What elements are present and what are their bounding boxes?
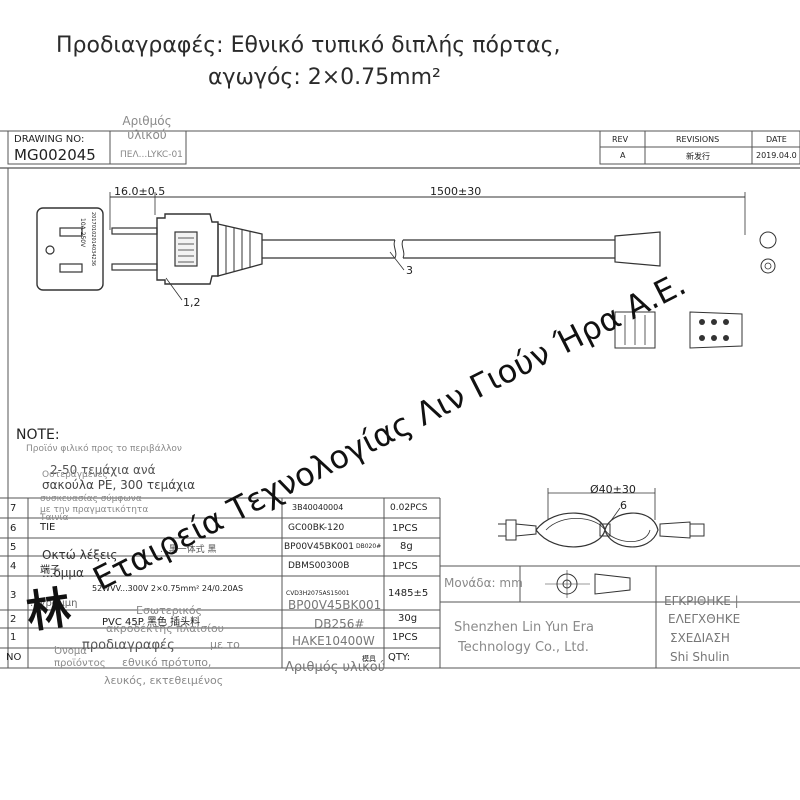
note-overlay-4: Οστεράγμενες bbox=[42, 470, 108, 480]
drawing-no-label: DRAWING NO: bbox=[14, 134, 85, 145]
designed-label: ΣΧΕΔΙΑΣΗ bbox=[670, 631, 730, 645]
bom-row-7-qty: 0.02PCS bbox=[390, 503, 428, 513]
approved-label: ΕΓΚΡΙΘΗΚΕ | bbox=[664, 594, 739, 608]
plug-serial-text: 20170102014034236 bbox=[90, 212, 96, 267]
note-overlay-10: ...γραμμη bbox=[30, 598, 78, 609]
bom-row-6-qty: 1PCS bbox=[392, 523, 418, 534]
note-overlay-3: σακούλα PE, 300 τεμάχια bbox=[42, 478, 196, 492]
bom-footer-model: 模具 bbox=[362, 655, 376, 663]
bom-row-5-code: BP00V45BK001 bbox=[284, 542, 354, 552]
note-overlay-5: συσκευασίας σύμφωνα bbox=[40, 494, 142, 504]
note-overlay-1: Προϊόν φιλικό προς το περιβάλλον bbox=[26, 444, 182, 454]
page-title: Προδιαγραφές: Εθνικό τυπικό διπλής πόρτα… bbox=[56, 30, 561, 94]
bom-row-3-qty: 1485±5 bbox=[388, 588, 429, 599]
unit-label: Μονάδα: mm bbox=[444, 576, 523, 590]
pin-dimension: 16.0±0.5 bbox=[114, 185, 166, 198]
callout-3: 3 bbox=[406, 264, 413, 277]
bom-row-3-desc: 52WVV...300V 2×0.75mm² 24/0.20AS bbox=[92, 584, 244, 593]
checked-label: ΕΛΕΓΧΘΗΚΕ bbox=[668, 612, 741, 626]
bom-row-6-desc: TIE bbox=[40, 522, 56, 533]
bom-row-3-code: CVD3H2075AS15001 bbox=[286, 590, 350, 597]
bom-row-5-extra: DB020# bbox=[356, 543, 382, 550]
bom-row-4-no: 4 bbox=[10, 561, 17, 572]
bom-row-4-code: DBMS00300B bbox=[288, 561, 350, 571]
part-no-suffix: ΠΕΛ...LYKC-01 bbox=[120, 150, 183, 160]
note-overlay-12: προϊόντος bbox=[54, 658, 106, 669]
note-overlay-11: Όνομα bbox=[54, 646, 87, 657]
bom-footer-qty: QTY: bbox=[388, 652, 411, 663]
bom-overlay-mat-6: λευκός, εκτεθειμένος bbox=[104, 674, 224, 687]
bom-row-5-desc: ...黑一体式 黑 bbox=[160, 545, 217, 555]
loop-dimension: Ø40±30 bbox=[590, 483, 636, 496]
title-line-1: Προδιαγραφές: Εθνικό τυπικό διπλής πόρτα… bbox=[56, 33, 561, 58]
callout-6: 6 bbox=[620, 499, 627, 512]
bom-overlay-mat-3: με το bbox=[210, 638, 240, 651]
designer-name: Shi Shulin bbox=[670, 650, 730, 664]
bom-overlay-mat-5: εθνικό πρότυπο, bbox=[122, 656, 212, 669]
company-name-line-1: Shenzhen Lin Yun Era bbox=[454, 620, 594, 635]
bom-row-3-no: 3 bbox=[10, 590, 17, 601]
revision-value: 新发行 bbox=[686, 152, 710, 161]
bom-row-2-desc: PVC 45P 黑色 插头料 bbox=[102, 617, 201, 628]
bom-row-7-no: 7 bbox=[10, 503, 17, 514]
note-overlay-2: 2-50 τεμάχια ανά bbox=[50, 463, 156, 477]
bom-row-2-qty: 30g bbox=[398, 613, 418, 624]
bom-overlay-mat-2: ακροδέκτης πλαισίου bbox=[106, 622, 225, 635]
bom-row-2-code: BP00V45BK001 bbox=[288, 598, 382, 612]
date-label: DATE bbox=[766, 135, 787, 144]
length-dimension: 1500±30 bbox=[430, 185, 482, 198]
bom-row-4-qty: 1PCS bbox=[392, 561, 418, 572]
drawing-no-value: MG002045 bbox=[14, 146, 96, 164]
title-line-2: αγωγός: 2×0.75mm² bbox=[208, 65, 441, 90]
note-overlay-7: Ταινία bbox=[40, 513, 69, 523]
bom-row-2-no: 2 bbox=[10, 614, 17, 625]
note-overlay-9: ...ομμα bbox=[42, 566, 84, 580]
rev-label: REV bbox=[612, 135, 629, 144]
bom-row-1-code: HAKE10400W bbox=[292, 634, 375, 648]
rev-value: A bbox=[620, 151, 626, 160]
bom-row-5-qty: 8g bbox=[400, 541, 413, 552]
bom-overlay-part-no: Αριθμός υλικού bbox=[285, 660, 386, 675]
bom-row-2-extra: DB256# bbox=[314, 617, 365, 631]
revisions-label: REVISIONS bbox=[676, 135, 720, 144]
bom-row-1-no: 1 bbox=[10, 632, 17, 643]
seal-mark: 林 bbox=[23, 582, 74, 639]
bom-row-5-no: 5 bbox=[10, 542, 17, 553]
bom-row-4-desc: 端子 bbox=[40, 565, 60, 576]
note-overlay-6: με την πραγματικότητα bbox=[40, 505, 149, 515]
bom-row-6-no: 6 bbox=[10, 523, 17, 534]
note-label: NOTE: bbox=[16, 427, 60, 443]
bom-row-6-code: GC00BK-120 bbox=[288, 523, 345, 533]
bom-row-7-code: 3B40040004 bbox=[292, 503, 344, 512]
bom-overlay-mat-1: Εσωτερικός bbox=[136, 604, 203, 617]
callout-1-2: 1,2 bbox=[183, 296, 201, 309]
company-name-line-2: Technology Co., Ltd. bbox=[458, 640, 589, 655]
bom-row-1-qty: 1PCS bbox=[392, 632, 418, 643]
part-no-overlay: Αριθμός υλικού bbox=[122, 114, 172, 142]
bom-footer-no: NO bbox=[6, 652, 22, 663]
plug-rating-text: 10A 250V bbox=[79, 218, 86, 248]
bom-overlay-mat-4: προδιαγραφές bbox=[82, 638, 175, 653]
note-overlay-8: Οκτώ λέξεις bbox=[42, 548, 118, 562]
date-value: 2019.04.0 bbox=[756, 151, 797, 160]
